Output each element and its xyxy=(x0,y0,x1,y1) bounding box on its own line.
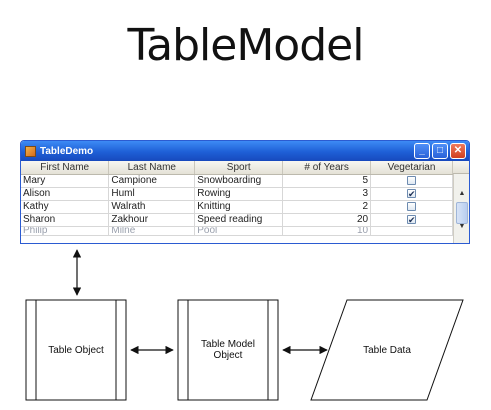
vegetarian-checkbox[interactable]: ✔ xyxy=(407,188,417,199)
table-row[interactable]: Sharon Zakhour Speed reading 20 ✔ xyxy=(21,213,453,227)
cell-last-name[interactable]: Milne xyxy=(108,226,196,236)
table-header-corner xyxy=(453,161,469,174)
column-header-sport[interactable]: Sport xyxy=(194,161,284,175)
column-header-years[interactable]: # of Years xyxy=(282,161,372,175)
cell-vegetarian[interactable] xyxy=(370,226,453,236)
cell-years[interactable]: 2 xyxy=(282,200,372,214)
table-data-label: Table Data xyxy=(363,345,411,356)
cell-vegetarian[interactable]: ✔ xyxy=(370,187,453,201)
cell-sport[interactable]: Speed reading xyxy=(194,213,284,227)
cell-first-name[interactable]: Sharon xyxy=(21,213,110,227)
table-model-object-label-line2: Object xyxy=(213,350,243,361)
table-row[interactable]: Mary Campione Snowboarding 5 xyxy=(21,174,453,188)
close-button[interactable]: ✕ xyxy=(450,143,466,159)
table-data-parallelogram xyxy=(310,299,464,401)
cell-last-name[interactable]: Campione xyxy=(108,174,196,188)
column-header-vegetarian[interactable]: Vegetarian xyxy=(370,161,453,175)
cell-years[interactable]: 20 xyxy=(282,213,372,227)
maximize-button[interactable]: □ xyxy=(432,143,448,159)
scroll-down-arrow-icon[interactable]: ▼ xyxy=(458,223,466,230)
cell-first-name[interactable]: Kathy xyxy=(21,200,110,214)
scroll-up-arrow-icon[interactable]: ▲ xyxy=(458,190,466,197)
table-row[interactable]: Alison Huml Rowing 3 ✔ xyxy=(21,187,453,201)
window-title: TableDemo xyxy=(40,145,94,157)
table-object-box xyxy=(25,299,127,401)
table-header-row: First Name Last Name Sport # of Years Ve… xyxy=(21,161,453,175)
cell-first-name[interactable]: Alison xyxy=(21,187,110,201)
tabledemo-window: TableDemo _ □ ✕ First Name Last Name Spo… xyxy=(20,140,470,244)
window-titlebar[interactable]: TableDemo _ □ ✕ xyxy=(21,141,469,161)
table-model-object-label-line1: Table Model xyxy=(201,339,255,350)
vegetarian-checkbox[interactable] xyxy=(407,201,417,211)
cell-years[interactable]: 10 xyxy=(282,226,372,236)
cell-first-name[interactable]: Philip xyxy=(21,226,110,236)
cell-vegetarian[interactable] xyxy=(370,200,453,214)
slide-title: TableModel xyxy=(127,20,365,71)
cell-first-name[interactable]: Mary xyxy=(21,174,110,188)
cell-sport[interactable]: Pool xyxy=(194,226,284,236)
cell-vegetarian[interactable] xyxy=(370,174,453,188)
column-header-first-name[interactable]: First Name xyxy=(21,161,110,175)
table-object-label: Table Object xyxy=(48,345,104,356)
column-header-last-name[interactable]: Last Name xyxy=(108,161,196,175)
table-model-object-box xyxy=(177,299,279,401)
table-row[interactable]: Kathy Walrath Knitting 2 xyxy=(21,200,453,214)
cell-sport[interactable]: Snowboarding xyxy=(194,174,284,188)
java-cup-icon xyxy=(25,145,36,157)
cell-years[interactable]: 3 xyxy=(282,187,372,201)
vertical-scrollbar[interactable]: ▲ ▼ xyxy=(453,174,469,243)
scroll-thumb[interactable] xyxy=(456,202,468,224)
cell-last-name[interactable]: Huml xyxy=(108,187,196,201)
vegetarian-checkbox[interactable]: ✔ xyxy=(407,214,417,225)
cell-years[interactable]: 5 xyxy=(282,174,372,188)
minimize-button[interactable]: _ xyxy=(414,143,430,159)
cell-sport[interactable]: Knitting xyxy=(194,200,284,214)
cell-vegetarian[interactable]: ✔ xyxy=(370,213,453,227)
cell-last-name[interactable]: Zakhour xyxy=(108,213,196,227)
table-row[interactable]: Philip Milne Pool 10 xyxy=(21,226,453,236)
table-scroll-pane: First Name Last Name Sport # of Years Ve… xyxy=(21,161,469,243)
vegetarian-checkbox[interactable] xyxy=(407,175,417,185)
cell-sport[interactable]: Rowing xyxy=(194,187,284,201)
cell-last-name[interactable]: Walrath xyxy=(108,200,196,214)
data-table: First Name Last Name Sport # of Years Ve… xyxy=(21,161,453,236)
